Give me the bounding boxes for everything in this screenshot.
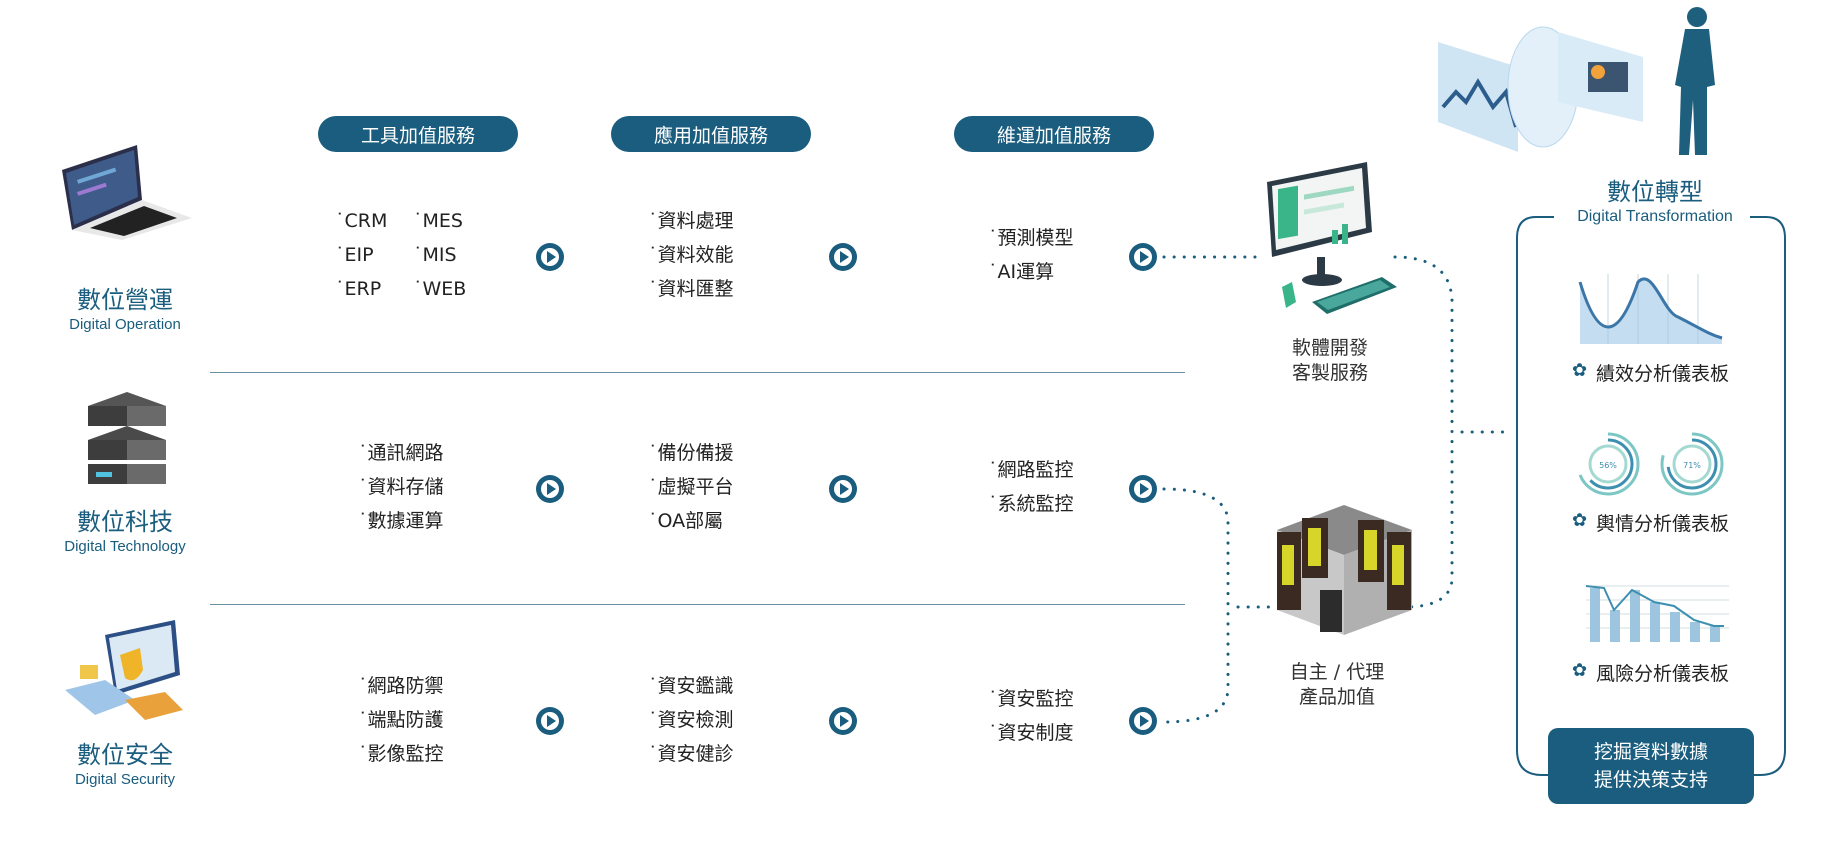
person-silhouette-icon <box>1675 7 1715 155</box>
play-arrow-icon <box>536 243 564 271</box>
gauge-label: 56% <box>1599 461 1617 470</box>
performance-wave-chart <box>1578 274 1723 344</box>
category-subtitle-security: Digital Security <box>74 771 176 788</box>
laptop-icon <box>62 145 192 240</box>
data-center-icon <box>1277 505 1412 635</box>
list-item: ˙WEB <box>413 278 467 300</box>
dashboard-label-risk: 風險分析儀表板 <box>1596 663 1730 685</box>
list-item: ˙AI運算 <box>988 261 1055 283</box>
list-item: ˙資安健診 <box>648 743 734 765</box>
list-item: ˙資料處理 <box>648 210 734 232</box>
play-arrow-icon <box>536 475 564 503</box>
list-item: ˙網路防禦 <box>358 675 444 697</box>
row-divider <box>210 604 1185 605</box>
dashboard-label-sentiment: 輿情分析儀表板 <box>1596 513 1730 535</box>
category-subtitle-technology: Digital Technology <box>64 538 186 555</box>
digital-screens-illustration <box>1438 26 1643 152</box>
play-arrow-icon <box>1129 243 1157 271</box>
digital-transformation-subtitle: Digital Transformation <box>1560 208 1750 226</box>
dashboard-label-performance: 績效分析儀表板 <box>1596 363 1730 385</box>
list-item: ˙OA部屬 <box>648 510 724 532</box>
header-application-service: 應用加值服務 <box>611 116 811 152</box>
list-item: ˙系統監控 <box>988 493 1074 515</box>
list-item: ˙ERP <box>335 278 382 300</box>
digital-transformation-title: 數位轉型 <box>1607 178 1703 206</box>
list-item: ˙影像監控 <box>358 743 444 765</box>
software-dev-label: 軟體開發客製服務 <box>1291 337 1368 384</box>
list-item: ˙EIP <box>335 244 374 266</box>
product-label: 自主 / 代理產品加值 <box>1289 661 1385 708</box>
category-title-technology: 數位科技 <box>77 508 173 536</box>
list-item: ˙資料匯整 <box>648 278 734 300</box>
risk-bar-chart <box>1585 585 1729 642</box>
server-icon <box>88 392 166 484</box>
category-title-security: 數位安全 <box>77 741 173 769</box>
list-item: ˙通訊網路 <box>358 442 444 464</box>
decision-support-badge: 挖掘資料數據 提供決策支持 <box>1548 728 1754 804</box>
play-arrow-icon <box>1129 475 1157 503</box>
security-shield-icon <box>65 620 183 720</box>
play-arrow-icon <box>829 243 857 271</box>
play-arrow-icon <box>829 475 857 503</box>
list-item: ˙資安鑑識 <box>648 675 734 697</box>
gear-icon: ✿ <box>1572 360 1588 381</box>
play-arrow-icon <box>1129 707 1157 735</box>
play-arrow-icon <box>829 707 857 735</box>
list-item: ˙數據運算 <box>358 510 444 532</box>
list-item: ˙資料效能 <box>648 244 734 266</box>
list-item: ˙端點防護 <box>358 709 444 731</box>
list-item: ˙資安制度 <box>988 722 1074 744</box>
list-item: ˙MES <box>413 210 463 232</box>
header-tool-service: 工具加值服務 <box>318 116 518 152</box>
list-item: ˙資料存儲 <box>358 476 444 498</box>
category-subtitle-operation: Digital Operation <box>69 316 181 333</box>
category-title-operation: 數位營運 <box>77 286 173 314</box>
play-arrow-icon <box>536 707 564 735</box>
row-divider <box>210 372 1185 373</box>
gear-icon: ✿ <box>1572 510 1588 531</box>
gauge-label: 71% <box>1683 461 1701 470</box>
computer-monitor-icon <box>1267 162 1397 314</box>
list-item: ˙虛擬平台 <box>648 476 734 498</box>
header-maintenance-service: 維運加值服務 <box>954 116 1154 152</box>
list-item: ˙備份備援 <box>648 442 734 464</box>
list-item: ˙網路監控 <box>988 459 1074 481</box>
gear-icon: ✿ <box>1572 660 1588 681</box>
list-item: ˙MIS <box>413 244 457 266</box>
list-item: ˙資安監控 <box>988 688 1074 710</box>
sentiment-gauges: 56% 71% <box>1576 432 1724 496</box>
list-item: ˙資安檢測 <box>648 709 734 731</box>
list-item: ˙CRM <box>335 210 388 232</box>
list-item: ˙預測模型 <box>988 227 1074 249</box>
